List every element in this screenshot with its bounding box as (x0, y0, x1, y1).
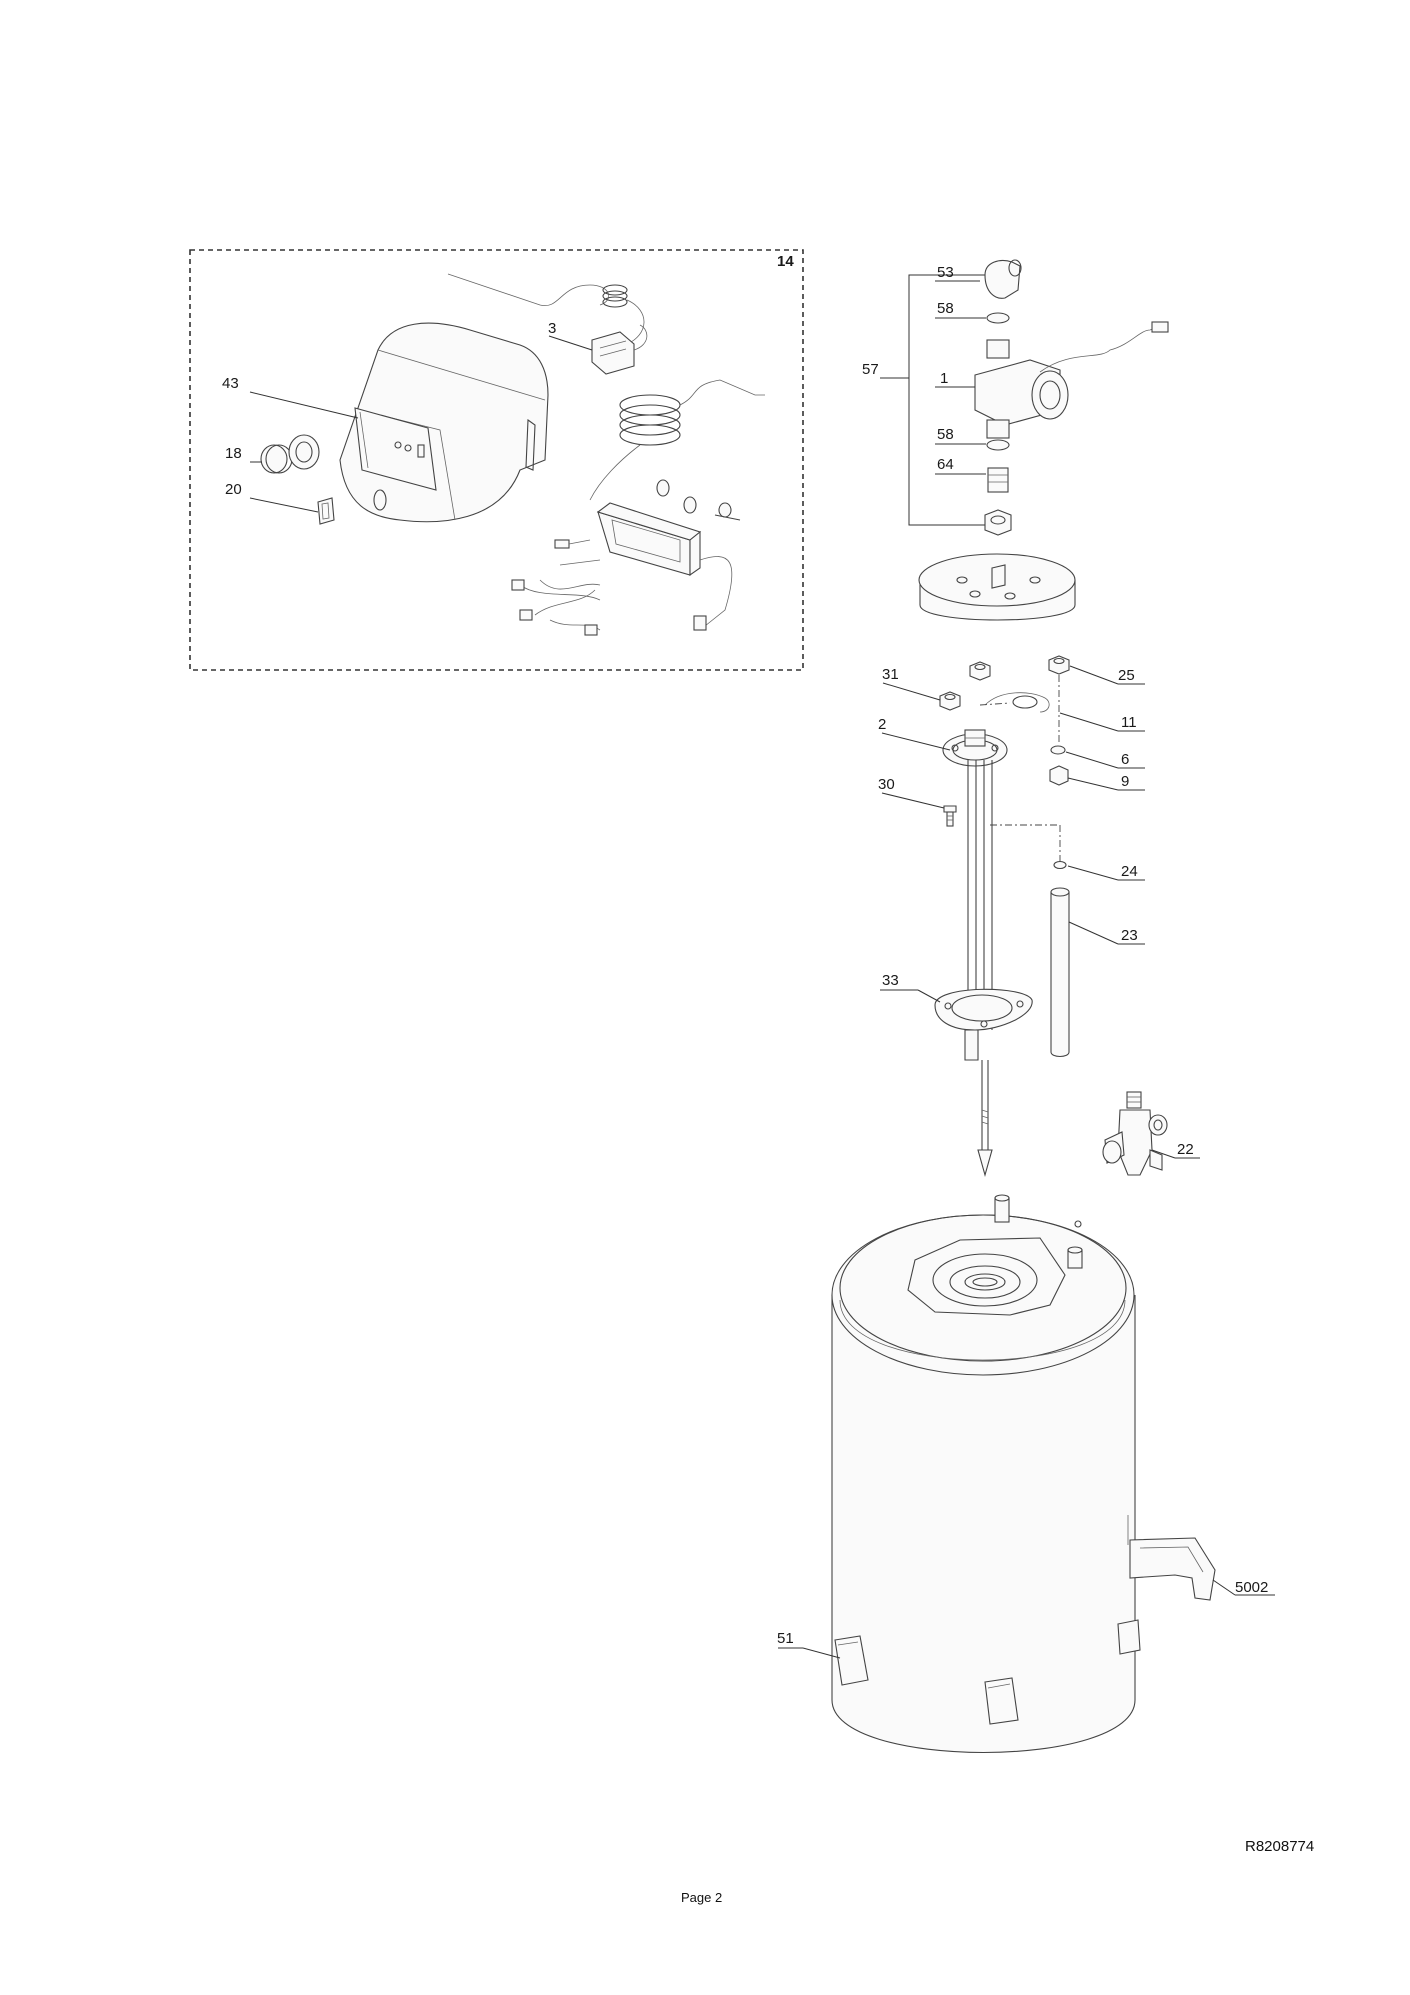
gasket-33 (934, 988, 1033, 1031)
control-box-group: 14 3 43 (189, 249, 804, 671)
thermostat-part-3 (591, 324, 648, 375)
thermostat-probe (447, 273, 645, 346)
seal-ring-58-upper (986, 312, 1010, 324)
element-flange-2 (942, 729, 1008, 767)
knob-18 (260, 434, 320, 474)
callout-23: 23 (1121, 927, 1138, 944)
page-number: Page 2 (681, 1890, 723, 1905)
flange-cover-disk (918, 553, 1076, 621)
elbow-53 (984, 259, 1022, 299)
screw-30 (943, 805, 957, 827)
callout-11: 11 (1121, 714, 1137, 731)
callout-57: 57 (862, 361, 879, 378)
callout-31: 31 (882, 666, 899, 683)
bracket-5002 (1129, 1537, 1216, 1601)
tank-boss-top (994, 1194, 1010, 1223)
water-tank (831, 1194, 1136, 1754)
callout-1: 1 (940, 370, 948, 387)
nut-31 (939, 691, 961, 711)
callout-43: 43 (222, 375, 239, 392)
washer-6 (1050, 745, 1066, 755)
callout-58-lower: 58 (937, 426, 954, 443)
drawing-reference-code: R8208774 (1245, 1838, 1315, 1855)
callout-64: 64 (937, 456, 954, 473)
callout-30: 30 (878, 776, 895, 793)
heating-tubes (964, 760, 1061, 1178)
fitting-64 (987, 467, 1009, 493)
callout-2: 2 (878, 716, 886, 733)
washer-24 (1053, 860, 1067, 870)
seal-ring-58-lower (986, 439, 1010, 451)
circulator-pump-1 (974, 321, 1169, 439)
hex-nut-fitting (984, 509, 1012, 536)
callout-18: 18 (225, 445, 242, 462)
switch-20 (317, 497, 335, 525)
callout-25: 25 (1118, 667, 1135, 684)
callout-24: 24 (1121, 863, 1138, 880)
callout-5002: 5002 (1235, 1579, 1268, 1596)
foot-51 (834, 1635, 869, 1686)
control-housing-cover-43 (339, 322, 549, 523)
callout-3: 3 (548, 320, 556, 337)
pump-assembly: 57 53 58 1 58 (862, 259, 1169, 621)
callout-53: 53 (937, 264, 954, 281)
callout-58-upper: 58 (937, 300, 954, 317)
safety-valve-22 (1102, 1091, 1168, 1176)
group-14-dashed-frame (189, 249, 804, 671)
terminal-block (511, 479, 741, 636)
tank-boss-right (1067, 1246, 1083, 1269)
nut-center (969, 661, 991, 681)
anode-rod-23 (1050, 887, 1070, 1058)
callout-6: 6 (1121, 751, 1129, 768)
nut-9 (1049, 765, 1069, 786)
callout-51: 51 (777, 1630, 794, 1647)
tank-feet (834, 1619, 1141, 1725)
callout-9: 9 (1121, 773, 1129, 790)
foot-center (984, 1677, 1019, 1725)
callout-33: 33 (882, 972, 899, 989)
callout-22: 22 (1177, 1141, 1194, 1158)
heating-element-assembly: 31 25 11 6 9 (878, 655, 1145, 1178)
callout-14: 14 (777, 253, 794, 270)
nut-25 (1048, 655, 1070, 675)
foot-right (1117, 1619, 1141, 1655)
earth-clip-11 (979, 692, 1050, 713)
capillary-coil (589, 379, 765, 501)
callout-20: 20 (225, 481, 242, 498)
